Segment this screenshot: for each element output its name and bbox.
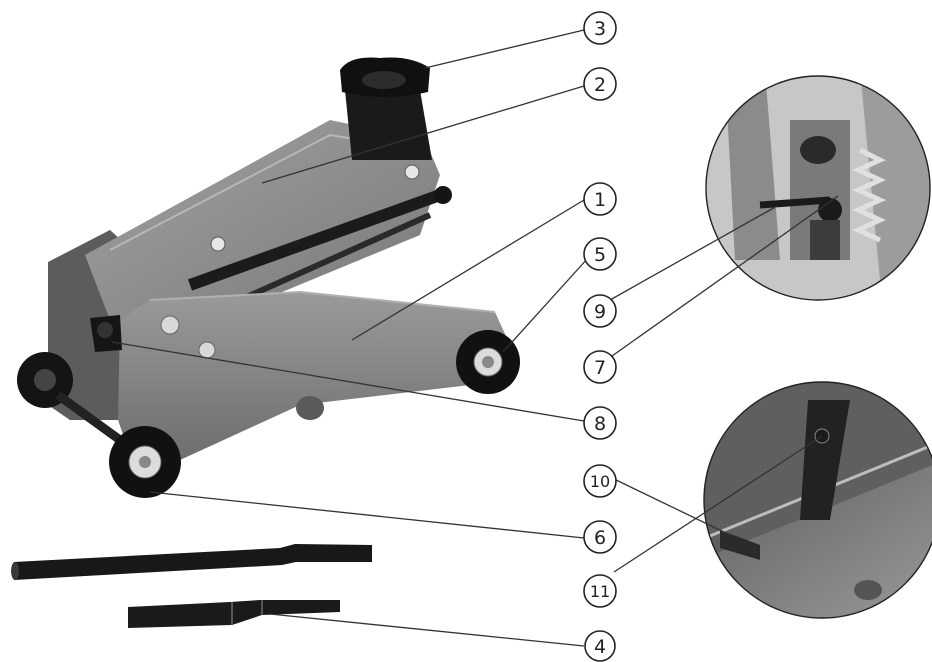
callouts: 3 2 1 5 9 7 8 10 6 11 4: [583, 11, 617, 662]
svg-text:3: 3: [594, 18, 606, 40]
leader-2: [261, 85, 585, 184]
callout-6: 6: [583, 520, 617, 554]
svg-text:2: 2: [594, 74, 606, 96]
detail-view-release: [705, 75, 931, 301]
lifting-arm: [85, 120, 440, 330]
handle-tube-short: [128, 600, 340, 628]
leader-3: [424, 29, 585, 69]
saddle-post: [345, 90, 432, 160]
floor-jack: [17, 57, 520, 498]
detail-view-valve: [703, 381, 932, 619]
leader-8: [111, 341, 585, 422]
rear-axle: [55, 391, 123, 444]
front-wheel: [456, 330, 520, 394]
callout-7: 7: [583, 350, 617, 384]
svg-text:7: 7: [594, 357, 606, 379]
svg-text:11: 11: [590, 582, 610, 601]
swivel-caster: [109, 426, 181, 498]
svg-text:8: 8: [594, 413, 606, 435]
leader-9: [609, 205, 778, 301]
leader-1: [351, 199, 585, 341]
arm-pin: [210, 236, 226, 252]
callout-4: 4: [584, 630, 616, 662]
callout-2: 2: [583, 67, 617, 101]
callout-8: 8: [583, 406, 617, 440]
callout-1: 1: [583, 182, 617, 216]
leader-7: [611, 195, 839, 357]
pump-cap: [296, 396, 324, 420]
handle-tube-long: [14, 544, 372, 580]
callout-10: 10: [583, 464, 617, 498]
handle-parts: [11, 544, 372, 628]
leader-11: [613, 435, 823, 573]
leader-4: [269, 613, 585, 647]
leader-lines: [111, 29, 839, 647]
arm-link-bar: [187, 189, 443, 291]
svg-text:6: 6: [594, 527, 606, 549]
svg-text:9: 9: [594, 301, 606, 323]
frame-bolt: [160, 315, 180, 335]
svg-text:4: 4: [594, 636, 606, 658]
leader-10: [611, 477, 731, 536]
piston-rod: [800, 400, 850, 520]
leader-6: [149, 491, 585, 539]
pump-cylinder: [800, 136, 836, 164]
callout-5: 5: [583, 237, 617, 271]
svg-text:10: 10: [590, 472, 610, 491]
svg-text:1: 1: [594, 189, 606, 211]
arm-pin: [404, 164, 420, 180]
release-valve-rod: [759, 196, 831, 209]
leader-5: [502, 257, 589, 353]
callout-9: 9: [583, 294, 617, 328]
return-spring: [851, 147, 887, 243]
svg-text:5: 5: [594, 244, 606, 266]
frame-bolt: [198, 341, 216, 359]
callout-3: 3: [583, 11, 617, 45]
callout-11: 11: [583, 574, 617, 608]
